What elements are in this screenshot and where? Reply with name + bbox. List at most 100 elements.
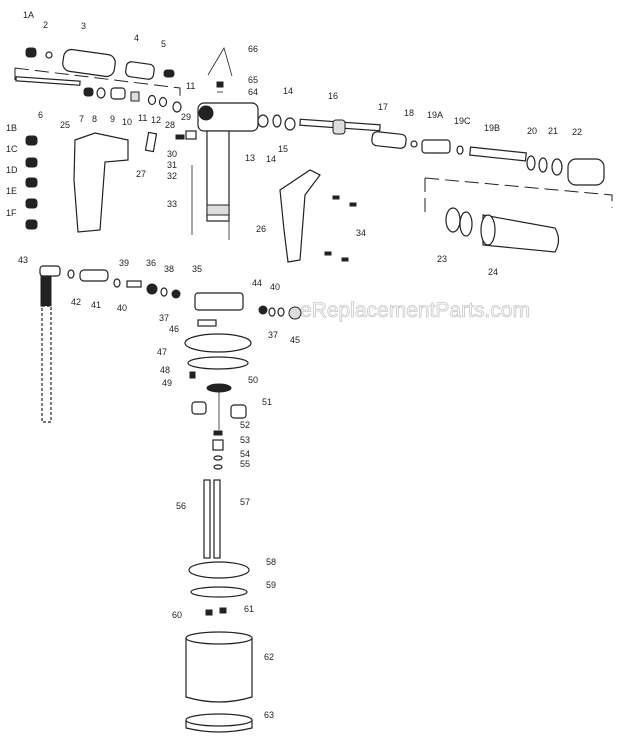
part-5 bbox=[163, 69, 175, 78]
part-36 bbox=[146, 283, 158, 295]
part-2 bbox=[45, 51, 53, 59]
part-34b bbox=[349, 202, 357, 207]
part-18 bbox=[410, 140, 418, 148]
label-1b: 1B bbox=[6, 123, 17, 133]
label-1d: 1D bbox=[6, 165, 18, 175]
label-32: 32 bbox=[167, 171, 177, 181]
part-37 bbox=[160, 287, 168, 297]
label-14b: 14 bbox=[283, 86, 293, 96]
part-39 bbox=[126, 280, 142, 288]
part-49 bbox=[189, 371, 196, 379]
label-57: 57 bbox=[240, 497, 250, 507]
label-19c: 19C bbox=[454, 116, 471, 126]
part-13-port bbox=[198, 105, 214, 121]
part-labels: 1A 2 3 4 5 66 65 64 6 7 8 9 10 11 12 11 … bbox=[6, 10, 582, 720]
part-59 bbox=[190, 586, 248, 598]
part-17-spring bbox=[371, 131, 407, 149]
part-6 bbox=[15, 76, 81, 86]
label-51: 51 bbox=[262, 397, 272, 407]
parts-drawing bbox=[14, 46, 613, 733]
label-46: 46 bbox=[169, 324, 179, 334]
label-66: 66 bbox=[248, 44, 258, 54]
part-50 bbox=[206, 383, 232, 393]
group-bracket bbox=[14, 67, 181, 100]
part-54 bbox=[213, 455, 223, 461]
part-19c bbox=[456, 145, 464, 155]
label-4: 4 bbox=[134, 33, 139, 43]
part-1b bbox=[25, 135, 38, 146]
label-19b: 19B bbox=[484, 123, 500, 133]
label-64: 64 bbox=[248, 87, 258, 97]
label-30: 30 bbox=[167, 149, 177, 159]
part-40b bbox=[277, 307, 285, 317]
part-25-handle bbox=[73, 132, 129, 233]
label-59: 59 bbox=[266, 580, 276, 590]
bracket-right bbox=[424, 177, 613, 212]
label-44: 44 bbox=[252, 278, 262, 288]
label-13: 13 bbox=[245, 153, 255, 163]
part-11b bbox=[172, 101, 182, 113]
part-28 bbox=[175, 134, 185, 140]
part-16 bbox=[332, 119, 346, 135]
part-60 bbox=[205, 609, 213, 616]
label-35: 35 bbox=[192, 264, 202, 274]
label-1e: 1E bbox=[6, 186, 17, 196]
label-14: 14 bbox=[266, 154, 276, 164]
label-10: 10 bbox=[122, 117, 132, 127]
label-54: 54 bbox=[240, 449, 250, 459]
part-26 bbox=[279, 169, 321, 263]
label-12: 12 bbox=[151, 115, 161, 125]
part-44 bbox=[258, 305, 268, 315]
part-4 bbox=[125, 61, 155, 80]
label-41: 41 bbox=[91, 300, 101, 310]
part-52 bbox=[213, 430, 223, 436]
label-38: 38 bbox=[164, 264, 174, 274]
label-33: 33 bbox=[167, 199, 177, 209]
part-21 bbox=[551, 158, 563, 176]
part-51b bbox=[230, 404, 247, 419]
part-55 bbox=[213, 464, 223, 470]
label-17: 17 bbox=[378, 102, 388, 112]
part-46 bbox=[197, 319, 217, 327]
part-22 bbox=[567, 158, 605, 186]
label-21: 21 bbox=[548, 126, 558, 136]
part-14 bbox=[257, 114, 269, 128]
part-14b bbox=[284, 117, 296, 131]
label-52: 52 bbox=[240, 420, 250, 430]
label-37: 37 bbox=[159, 313, 169, 323]
part-27 bbox=[144, 131, 158, 153]
label-34: 34 bbox=[356, 228, 366, 238]
part-62-top bbox=[185, 631, 253, 645]
label-18: 18 bbox=[404, 108, 414, 118]
part-8 bbox=[96, 87, 106, 99]
label-42: 42 bbox=[71, 297, 81, 307]
part-11 bbox=[147, 94, 157, 106]
label-23: 23 bbox=[437, 254, 447, 264]
label-24: 24 bbox=[488, 267, 498, 277]
part-12 bbox=[158, 96, 168, 108]
part-37b bbox=[268, 307, 276, 317]
part-20b bbox=[538, 157, 548, 173]
label-36: 36 bbox=[146, 258, 156, 268]
part-1d bbox=[25, 177, 38, 188]
part-65 bbox=[216, 81, 224, 88]
label-9: 9 bbox=[110, 114, 115, 124]
part-24-mouth bbox=[480, 214, 496, 246]
label-65: 65 bbox=[248, 75, 258, 85]
label-53: 53 bbox=[240, 435, 250, 445]
label-11: 11 bbox=[138, 113, 147, 123]
label-5: 5 bbox=[161, 39, 166, 49]
label-48: 48 bbox=[160, 365, 170, 375]
label-28: 28 bbox=[165, 120, 175, 130]
part-62 bbox=[185, 638, 253, 703]
part-29 bbox=[185, 130, 197, 140]
hose-collar bbox=[40, 275, 52, 307]
label-37b: 37 bbox=[268, 330, 278, 340]
label-2: 2 bbox=[43, 20, 48, 30]
part-3 bbox=[62, 48, 116, 78]
label-61: 61 bbox=[244, 604, 254, 614]
watermark: eReplacementParts.com bbox=[300, 299, 530, 322]
part-23a bbox=[445, 207, 461, 233]
label-43: 43 bbox=[18, 255, 28, 265]
part-38 bbox=[171, 289, 181, 299]
